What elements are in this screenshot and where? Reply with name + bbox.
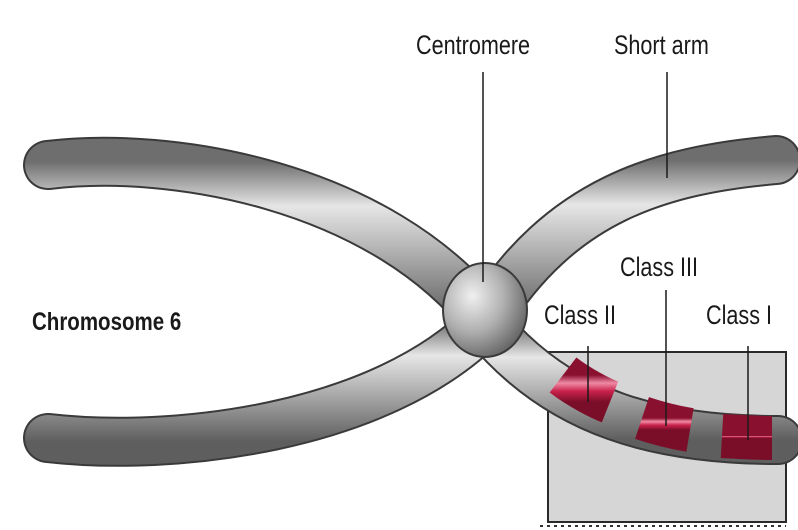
lower-left-arm: [48, 322, 486, 442]
centromere-label: Centromere: [416, 32, 530, 59]
upper-left-arm: [48, 162, 486, 320]
class-i-band: [722, 436, 772, 438]
class-ii-band: [563, 375, 610, 402]
centromere: [443, 263, 527, 357]
class-iii-label: Class III: [620, 254, 698, 281]
chromosome-label: Chromosome 6: [32, 310, 181, 335]
upper-right-arm: [486, 160, 776, 320]
class-ii-label: Class II: [544, 302, 616, 329]
class-i-label: Class I: [706, 302, 772, 329]
short-arm-label: Short arm: [614, 32, 709, 59]
